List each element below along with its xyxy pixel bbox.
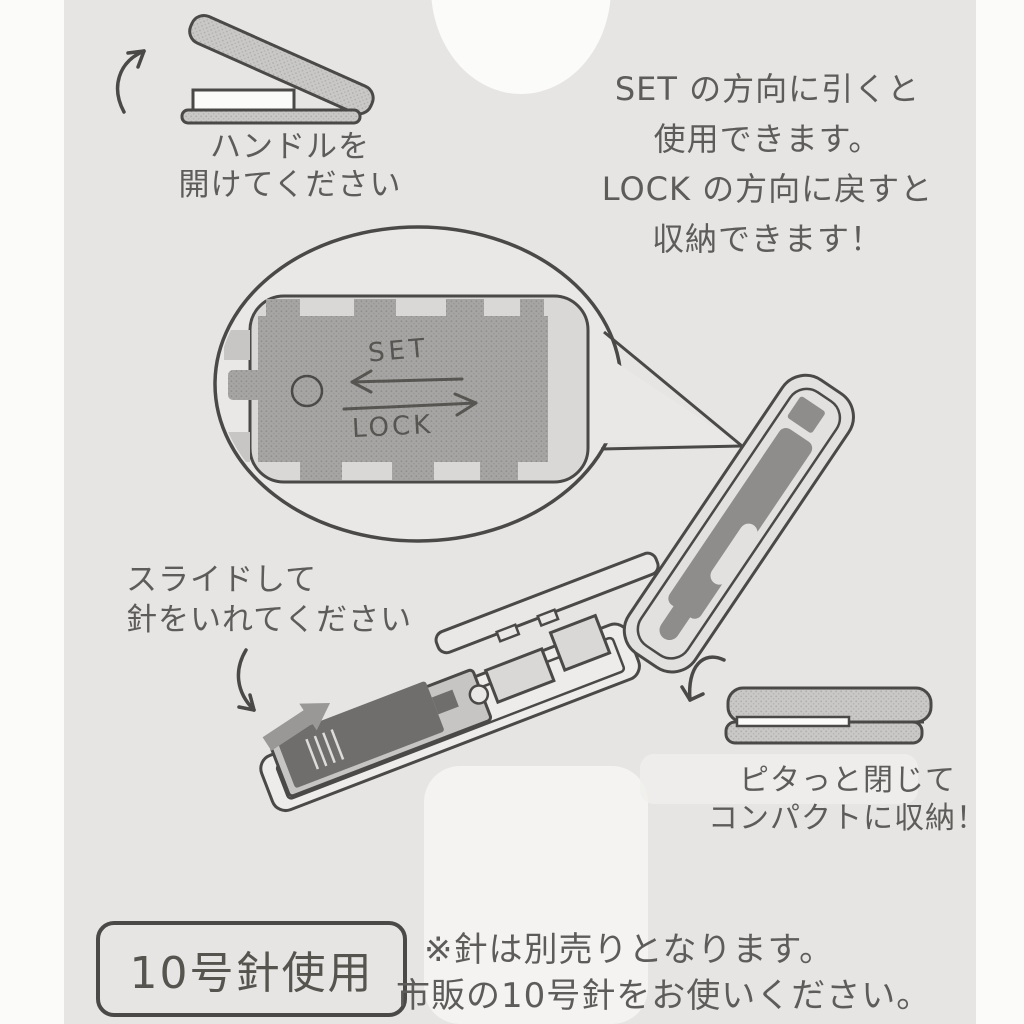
open-direction-arrow-icon bbox=[115, 49, 146, 114]
set-lock-caption-line4: 収納できます！ bbox=[651, 220, 883, 258]
slider-pin-hole bbox=[290, 374, 324, 408]
footer-note-line1: ※針は別売りとなります。 bbox=[424, 930, 835, 970]
close-direction-arrow-icon bbox=[680, 655, 726, 702]
staple-size-badge: 10号針使用 bbox=[96, 921, 407, 1017]
close-caption-line1: ピタっと閉じて bbox=[739, 763, 956, 798]
hang-hole bbox=[431, 0, 611, 94]
set-arrow-icon bbox=[350, 377, 464, 384]
staple-size-badge-label: 10号針使用 bbox=[129, 948, 374, 999]
slide-caption-line2: 針をいれてください bbox=[126, 602, 413, 638]
close-caption: ピタっと閉じて コンパクトに収納！ bbox=[690, 762, 1005, 838]
set-lock-caption-line3: LOCK の方向に戻すと bbox=[601, 170, 934, 208]
magnifier-lock-label: LOCK bbox=[351, 409, 434, 445]
close-caption-line2: コンパクトに収納！ bbox=[708, 801, 987, 836]
set-lock-caption-line1: SET の方向に引くと bbox=[614, 70, 921, 108]
set-lock-caption-line2: 使用できます。 bbox=[653, 120, 882, 158]
open-handle-caption-line1: ハンドルを bbox=[210, 129, 370, 165]
lock-arrow-icon bbox=[342, 401, 478, 411]
stapler-loading-illustration bbox=[259, 551, 660, 813]
slide-curved-arrow-icon bbox=[236, 648, 256, 712]
stapler-closed-illustration bbox=[724, 686, 933, 745]
blister-highlight bbox=[424, 766, 648, 1024]
open-handle-caption-line2: 開けてください bbox=[178, 167, 402, 203]
blister-highlight-2 bbox=[640, 754, 918, 804]
set-lock-caption: SET の方向に引くと 使用できます。 LOCK の方向に戻すと 収納できます！ bbox=[570, 64, 965, 264]
magnified-slider-plate bbox=[224, 294, 590, 484]
stapler-open-handle-illustration bbox=[180, 14, 375, 125]
slide-caption-line1: スライドして bbox=[126, 562, 318, 598]
callout-beak bbox=[585, 342, 742, 446]
slide-direction-arrow-icon bbox=[262, 703, 330, 751]
slide-caption: スライドして 針をいれてください bbox=[126, 560, 466, 640]
magnifier-callout bbox=[213, 225, 744, 543]
magnifier-set-label: SET bbox=[366, 333, 431, 369]
stapler-lid-illustration bbox=[622, 373, 855, 674]
footer-note-line2: 市販の10号針をお使いください。 bbox=[396, 976, 932, 1016]
open-handle-caption: ハンドルを 開けてください bbox=[150, 128, 430, 204]
